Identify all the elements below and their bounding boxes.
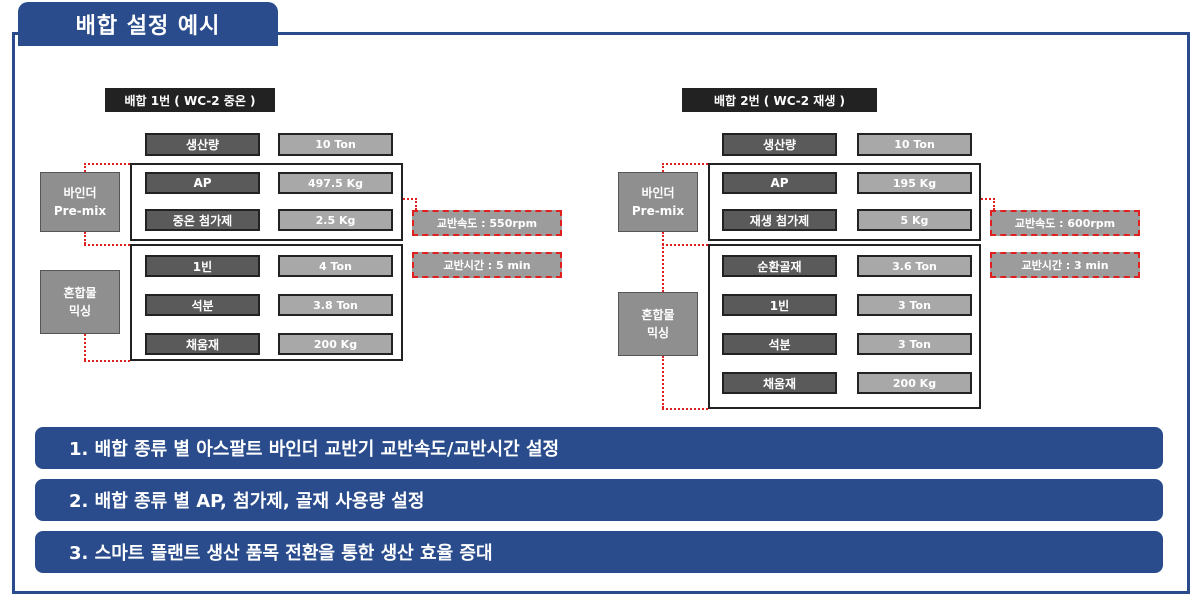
mix1-connector [403, 198, 417, 200]
mix1-mix-item-value: 4 Ton [278, 255, 393, 277]
mix2-mix-item-label: 채움재 [722, 372, 837, 394]
mix2-binder-category: 바인더 Pre-mix [618, 172, 698, 232]
mix1-mixing-category-line1: 혼합물 [63, 286, 97, 300]
mix2-mix-box [708, 244, 981, 409]
mix2-mixing-category: 혼합물 믹싱 [618, 292, 698, 356]
mix1-binder-item-label: 중온 첨가제 [145, 209, 260, 231]
mix1-mixing-category: 혼합물 믹싱 [40, 270, 120, 334]
mix2-mix-item-value: 3 Ton [857, 294, 972, 316]
mix1-mix-item-label: 채움재 [145, 333, 260, 355]
summary-item-2: 2. 배합 종류 별 AP, 첨가제, 골재 사용량 설정 [35, 479, 1163, 521]
mix1-time-setting: 교반시간 : 5 min [412, 252, 562, 278]
mix2-production-label: 생산량 [722, 133, 837, 156]
mix1-binder-box [130, 163, 403, 241]
mix1-binder-item-label: AP [145, 172, 260, 194]
mix1-connector [84, 163, 86, 172]
summary-item-1: 1. 배합 종류 별 아스팔트 바인더 교반기 교반속도/교반시간 설정 [35, 427, 1163, 469]
mix2-mix-item-label: 석분 [722, 333, 837, 355]
section-title: 배합 설정 예시 [18, 2, 278, 46]
mix1-mix-item-label: 1빈 [145, 255, 260, 277]
mix2-binder-category-line1: 바인더 [641, 186, 675, 200]
mix2-binder-item-label: AP [722, 172, 837, 194]
mix1-production-value: 10 Ton [278, 133, 393, 156]
content-frame [12, 32, 1190, 594]
mix2-mix-item-label: 1빈 [722, 294, 837, 316]
mix1-mix-item-value: 200 Kg [278, 333, 393, 355]
mix1-mix-item-value: 3.8 Ton [278, 294, 393, 316]
mix1-binder-category-line1: 바인더 [63, 186, 97, 200]
mix1-mix-box [130, 244, 403, 361]
mix1-connector [84, 232, 86, 244]
mix1-binder-category-line2: Pre-mix [53, 204, 107, 218]
mix1-mixing-category-line2: 믹싱 [68, 304, 92, 318]
mix2-production-value: 10 Ton [857, 133, 972, 156]
mix2-mix-item-value: 200 Kg [857, 372, 972, 394]
mix2-connector [662, 232, 664, 292]
mix2-mix-item-label: 순환골재 [722, 255, 837, 277]
mix2-binder-box [708, 163, 981, 241]
mix2-connector [662, 356, 664, 408]
mix2-mixing-category-line2: 믹싱 [646, 326, 670, 340]
mix2-connector [662, 163, 664, 172]
mix2-connector [662, 163, 708, 165]
mix2-mixing-category-line1: 혼합물 [641, 308, 675, 322]
mix1-connector [415, 198, 417, 210]
mix2-binder-item-value: 5 Kg [857, 209, 972, 231]
mix2-binder-item-value: 195 Kg [857, 172, 972, 194]
mix2-time-setting: 교반시간 : 3 min [990, 252, 1140, 278]
mix2-connector [662, 408, 708, 410]
mix1-connector [84, 360, 130, 362]
mix1-production-label: 생산량 [145, 133, 260, 156]
mix2-mix-item-value: 3.6 Ton [857, 255, 972, 277]
mix1-binder-item-value: 2.5 Kg [278, 209, 393, 231]
mix1-binder-category: 바인더 Pre-mix [40, 172, 120, 232]
mix1-connector [84, 163, 130, 165]
mix1-connector [84, 334, 86, 360]
mix1-mix-item-label: 석분 [145, 294, 260, 316]
mix2-mix-item-value: 3 Ton [857, 333, 972, 355]
mix2-connector [981, 198, 995, 200]
mix1-connector [84, 244, 130, 246]
mix2-speed-setting: 교반속도 : 600rpm [990, 210, 1140, 236]
mix1-title: 배합 1번 ( WC-2 중온 ) [105, 88, 275, 112]
summary-item-3: 3. 스마트 플랜트 생산 품목 전환을 통한 생산 효율 증대 [35, 531, 1163, 573]
mix2-title: 배합 2번 ( WC-2 재생 ) [682, 88, 877, 112]
mix2-binder-category-line2: Pre-mix [631, 204, 685, 218]
mix1-binder-item-value: 497.5 Kg [278, 172, 393, 194]
mix1-speed-setting: 교반속도 : 550rpm [412, 210, 562, 236]
mix2-binder-item-label: 재생 첨가제 [722, 209, 837, 231]
mix2-connector [993, 198, 995, 210]
mix2-connector [662, 244, 708, 246]
